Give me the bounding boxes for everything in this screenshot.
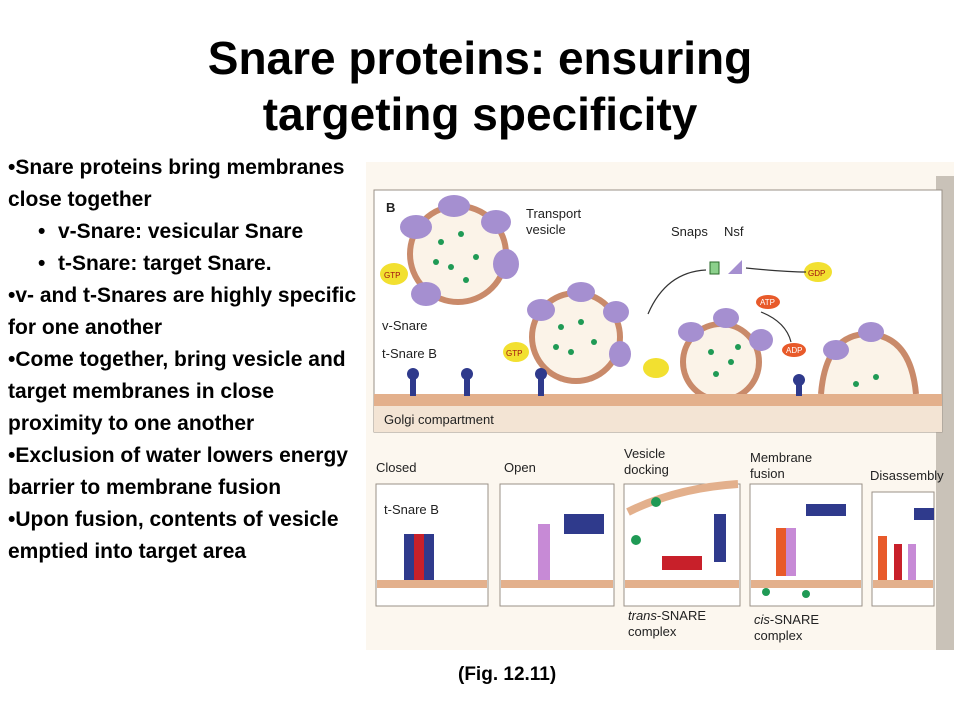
panel-c: Closed Open Vesicle docking Membrane fus… (375, 446, 944, 643)
docking-vesicle (678, 308, 773, 403)
cycle-arrow-top (647, 269, 707, 315)
figure-caption: (Fig. 12.11) (458, 664, 557, 685)
svg-text:ATP: ATP (760, 298, 775, 307)
cycle-arrow-adp (760, 311, 792, 343)
fusing-vesicle (818, 322, 919, 420)
panel-c-membranes (377, 580, 933, 588)
nsf-icon (728, 260, 742, 274)
atp-badge: ATP (756, 295, 780, 309)
bullet-item: •Come together, bring vesicle and target… (8, 348, 346, 435)
golgi-membrane (374, 394, 942, 406)
nsf-label: Nsf (724, 224, 744, 239)
cis-complex-label: complex (754, 628, 803, 643)
snaps-icon (709, 261, 720, 275)
gtp-rab-2: GTP (503, 342, 529, 362)
sub-bullet-item: •t-Snare: target Snare. (38, 252, 272, 275)
sub-bullet-item: •v-Snare: vesicular Snare (38, 220, 304, 243)
svg-text:GTP: GTP (384, 271, 400, 280)
membrane-fusion-label-1: Membrane (750, 450, 812, 465)
cis-snare-label: cis-SNARE (754, 612, 819, 627)
adp-badge: ADP (782, 343, 806, 357)
svg-text:GDP: GDP (808, 269, 825, 278)
closed-t-snare-label: t-Snare B (384, 502, 439, 517)
gtp-rab-1: GTP (380, 263, 408, 285)
title-line-2: targeting specificity (262, 88, 698, 140)
disassembled-snares (878, 508, 934, 580)
gtp-3 (643, 358, 669, 378)
golgi-lumen (374, 406, 942, 432)
t-snare-b-label: t-Snare B (382, 346, 437, 361)
bullet-item: •Exclusion of water lowers energy barrie… (8, 444, 348, 499)
vesicle-docking-label-2: docking (624, 462, 669, 477)
trans-snare-complex (626, 480, 739, 570)
trans-snare-label: trans-SNARE (628, 608, 706, 623)
t-snare-b-molecules (407, 368, 805, 396)
cis-snare-complex (762, 504, 846, 598)
golgi-label: Golgi compartment (384, 412, 494, 427)
slide-title: Snare proteins: ensuring targeting speci… (0, 30, 960, 142)
v-snare-label: v-Snare (382, 318, 428, 333)
snaps-label: Snaps (671, 224, 708, 239)
svg-text:GTP: GTP (506, 349, 522, 358)
bullet-item: •v- and t-Snares are highly specific for… (8, 284, 357, 339)
bullet-list: •Snare proteins bring membranes close to… (8, 152, 368, 568)
membrane-fusion-label-2: fusion (750, 466, 785, 481)
panel-b: B Transport vesicle Snaps Nsf GTP v-Snar… (373, 189, 943, 433)
bullet-item: •Snare proteins bring membranes close to… (8, 156, 345, 211)
cycle-arrow-gdp (745, 267, 807, 273)
panel-b-letter: B (386, 200, 395, 215)
closed-t-snare (404, 534, 434, 580)
disassembly-label: Disassembly (870, 468, 944, 483)
open-t-snare (538, 514, 604, 580)
transport-vesicle-1 (400, 195, 519, 306)
open-label: Open (504, 460, 536, 475)
transport-vesicle-label-2: vesicle (526, 222, 566, 237)
transport-vesicle-label: Transport (526, 206, 582, 221)
bullet-item: •Upon fusion, contents of vesicle emptie… (8, 508, 339, 563)
transport-vesicle-2 (527, 282, 631, 384)
trans-complex-label: complex (628, 624, 677, 639)
snare-figure: B Transport vesicle Snaps Nsf GTP v-Snar… (366, 162, 954, 650)
vesicle-docking-label-1: Vesicle (624, 446, 665, 461)
svg-text:ADP: ADP (786, 346, 802, 355)
gdp-badge: GDP (804, 262, 832, 282)
closed-label: Closed (376, 460, 416, 475)
title-line-1: Snare proteins: ensuring (207, 32, 753, 84)
